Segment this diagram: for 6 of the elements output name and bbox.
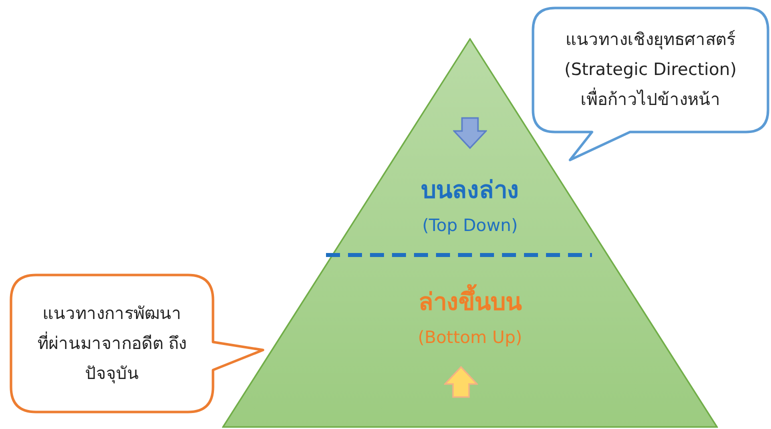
zone-title: บนลงล่าง bbox=[420, 175, 520, 206]
callout-text: แนวทางเชิงยุทธศาสตร์ (Strategic Direction) เพื่อก้าวไปข้างหน้า bbox=[563, 29, 738, 112]
zone-title: ล่างขึ้นบน bbox=[222, 282, 718, 321]
callout-text: แนวทางการพัฒนา ที่ผ่านมาจากอดีต ถึงปัจจุบัน bbox=[37, 302, 187, 386]
zone-subtitle: (Bottom Up) bbox=[416, 328, 524, 348]
zone-subtitle: (Top Down) bbox=[421, 216, 519, 236]
